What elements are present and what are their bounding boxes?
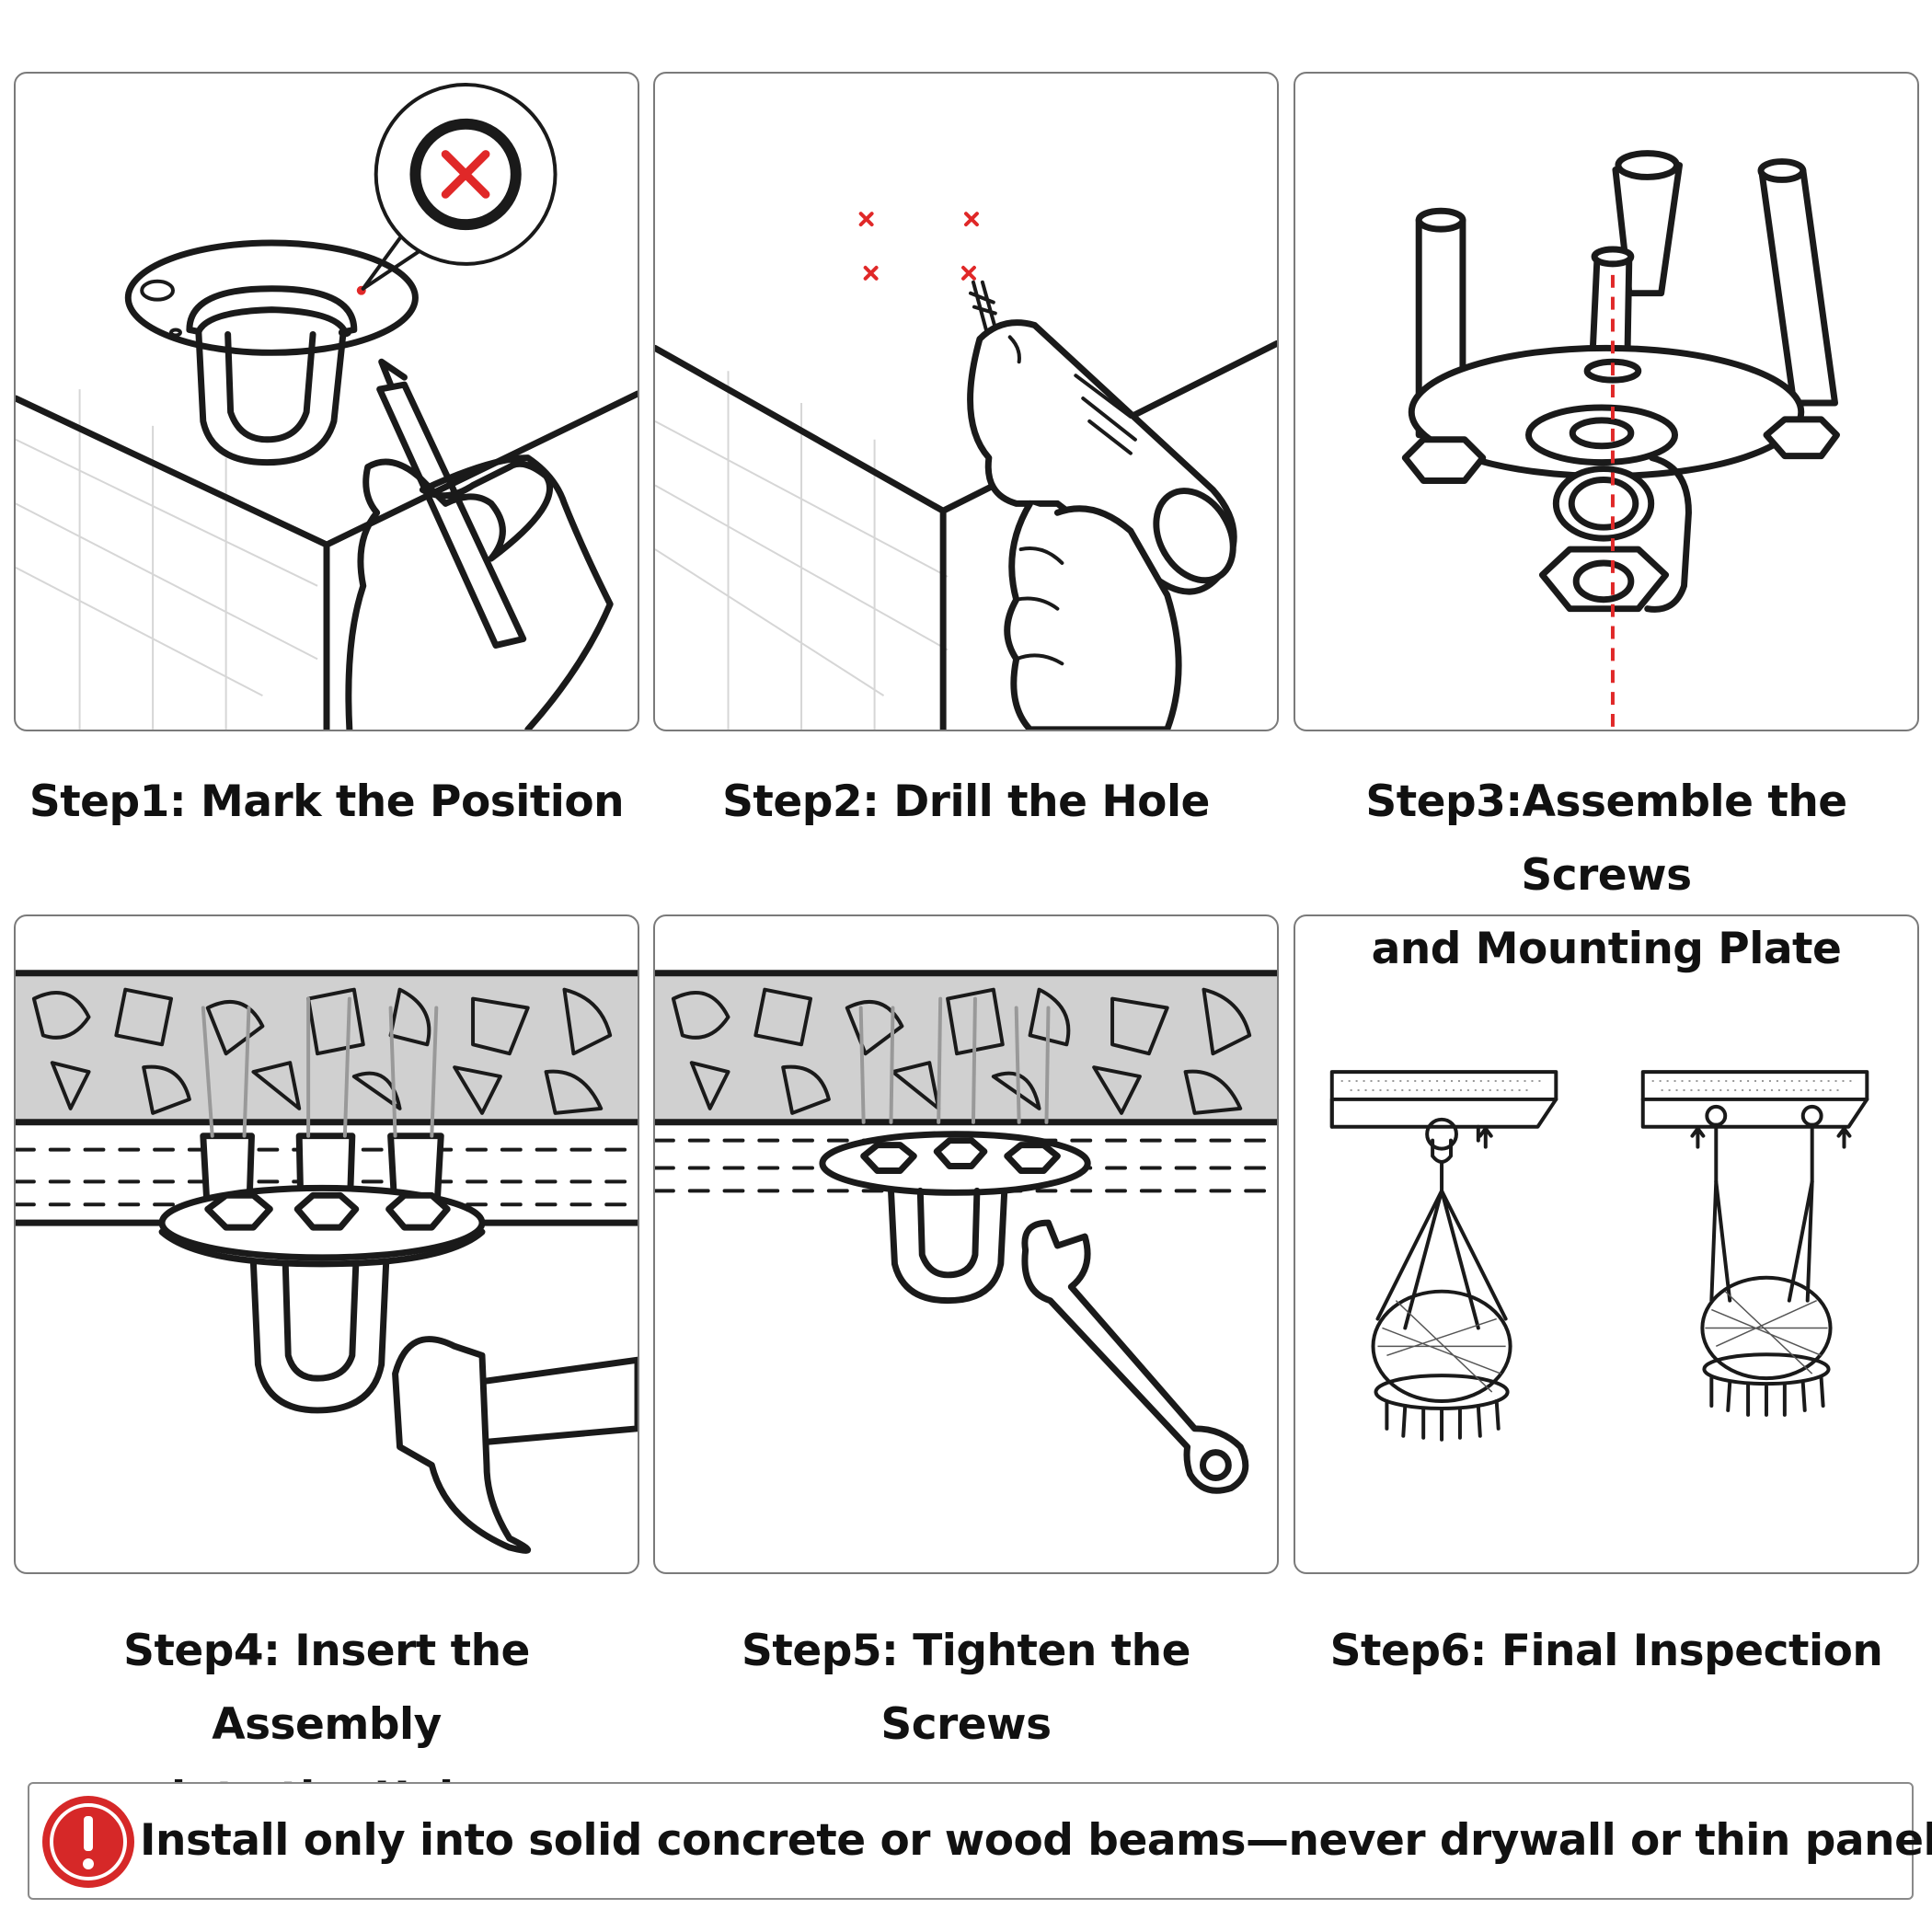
step5-caption-line1: Step5: Tighten the Screws [742,1626,1190,1750]
warning-banner: Install only into solid concrete or wood… [28,1782,1932,1900]
step4-illustration [14,914,639,1574]
step3-caption: Step3:Assemble the Screws and Mounting P… [1294,765,1919,986]
step6-illustration [1294,914,1919,1574]
exclamation-icon [42,1796,134,1888]
step3-caption-line1: Step3:Assemble the Screws [1365,776,1847,901]
hammer-insert-illustration [16,970,638,1554]
plate-nuts [860,1137,1061,1174]
concrete-texture [671,987,1252,1115]
pencil-marking-illustration [16,83,638,730]
step5-caption: Step5: Tighten the Screws [653,1615,1279,1762]
warning-text: Install only into solid concrete or wood… [140,1815,1932,1866]
assembly-exploded-illustration [1401,150,1840,730]
step2-caption: Step2: Drill the Hole [653,765,1279,839]
concrete-texture [31,987,613,1115]
step2-illustration [653,72,1279,731]
wall-tiles [16,389,318,730]
step3-illustration [1294,72,1919,731]
step1-caption-line1: Step1: Mark the Position [29,776,625,827]
drill-marks [858,212,979,281]
step1-illustration [14,72,639,731]
step5-illustration [653,914,1279,1574]
drill-illustration [655,212,1277,730]
step6-caption: Step6: Final Inspection [1294,1615,1919,1688]
hanging-chair-illustration [1329,1070,1869,1442]
step3-caption-line2: and Mounting Plate [1371,924,1842,974]
step4-caption-line1: Step4: Insert the Assembly [123,1626,530,1750]
wrench-tighten-illustration [655,970,1277,1494]
plate-nuts [204,1191,451,1231]
wall-tiles [655,371,949,730]
step1-caption: Step1: Mark the Position [14,765,639,839]
step6-caption-line1: Step6: Final Inspection [1329,1626,1883,1676]
step2-caption-line1: Step2: Drill the Hole [722,776,1210,827]
